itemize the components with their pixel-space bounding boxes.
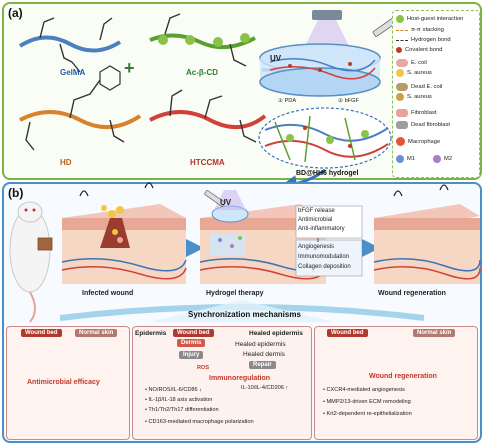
healed-epidermis-label: Healed epidermis bbox=[235, 341, 286, 348]
box-antimicrobial: Wound bed Normal skin Antimicrobial effi… bbox=[6, 326, 130, 440]
effect-immunomodulation: Immunomodulation bbox=[298, 254, 350, 260]
legend-item: Dead E. coil bbox=[396, 83, 442, 91]
legend-item: S. aureus bbox=[396, 69, 432, 77]
injury-tag: Injury bbox=[179, 351, 204, 359]
skin-block-regeneration bbox=[373, 184, 481, 284]
stage-therapy: Hydrogel therapy bbox=[206, 290, 264, 297]
synchronization-title: Synchronization mechanisms bbox=[188, 310, 301, 319]
effect-collagen: Collagen deposition bbox=[298, 264, 351, 270]
skin-block-infected bbox=[61, 182, 187, 284]
pda-step: ① PDA bbox=[278, 98, 297, 104]
immuno-bullet: • Th1/Th2/Th17 differentiation bbox=[145, 407, 219, 413]
legend-item: Dead fibroblast bbox=[396, 121, 450, 129]
legend-item: π-π stacking bbox=[396, 27, 444, 33]
gelma-chain bbox=[18, 35, 122, 53]
panel-b-label: (b) bbox=[8, 186, 24, 200]
legend: Host-guest interaction π-π stacking Hydr… bbox=[392, 10, 480, 178]
regeneration-title: Wound regeneration bbox=[369, 373, 437, 380]
uv-label-b: UV bbox=[220, 198, 232, 207]
ros-label: ROS bbox=[197, 365, 210, 371]
regen-bullet: • Krt2-dependent re-epithelialization bbox=[323, 411, 412, 417]
uv-lamp bbox=[312, 10, 342, 20]
plus-sign: + bbox=[124, 58, 135, 78]
acbcd-label: Ac-β-CD bbox=[186, 68, 218, 77]
antimicrobial-title: Antimicrobial efficacy bbox=[27, 379, 100, 386]
legend-item: Hydrogen bond bbox=[396, 37, 451, 43]
legend-item: E. coil bbox=[396, 59, 427, 67]
panel-a-illustration bbox=[18, 10, 398, 182]
il10-line: IL-10/IL-4/CD206 ↑ bbox=[241, 385, 289, 391]
immuno-bullet: • IL-1β/IL-18 axis activation bbox=[145, 397, 213, 403]
gelma-label: GelMA bbox=[60, 68, 86, 77]
epidermis-label: Epidermis bbox=[135, 330, 167, 337]
hd-chain bbox=[19, 110, 142, 130]
legend-item: S. aureus bbox=[396, 93, 432, 101]
legend-item: Covalent bond bbox=[396, 47, 442, 53]
htccma-label: HTCCMA bbox=[190, 158, 225, 167]
legend-item: M1 bbox=[396, 155, 415, 163]
uv-label-a: UV bbox=[270, 54, 282, 63]
release-line-2: Antimicrobial bbox=[298, 217, 333, 223]
bfgf-step: ② bFGF bbox=[338, 98, 359, 104]
wound-bed-tag: Wound bed bbox=[21, 329, 62, 337]
stage-infected: Infected wound bbox=[82, 290, 134, 297]
normal-skin-tag: Normal skin bbox=[75, 329, 118, 337]
htccma-chain bbox=[149, 110, 267, 129]
panel-a-label: (a) bbox=[8, 6, 23, 20]
legend-item: Macrophage bbox=[396, 137, 440, 146]
hd-label: HD bbox=[60, 158, 72, 167]
hydrogel-name: BD@HH6 hydrogel bbox=[296, 170, 359, 177]
release-line-1: bFGF release bbox=[298, 208, 335, 214]
hydrogel-network bbox=[258, 107, 392, 169]
repair-tag: Repair bbox=[249, 361, 276, 369]
normal-skin-tag: Normal skin bbox=[413, 329, 456, 337]
wound-bed-tag: Wound bed bbox=[173, 329, 214, 337]
legend-item: Fibroblast bbox=[396, 109, 436, 117]
immuno-bullet: • CD163-mediated macrophage polarization bbox=[145, 419, 254, 425]
box-regeneration: Wound bed Normal skin Wound regeneration… bbox=[314, 326, 478, 440]
regen-bullet: • MMP2/13-driven ECM remodeling bbox=[323, 399, 411, 405]
healed-epidermis-top: Healed epidermis bbox=[249, 330, 303, 337]
release-line-3: Anti-inflammatory bbox=[298, 226, 345, 232]
dermis-tag: Dermis bbox=[177, 339, 206, 347]
legend-item: M2 bbox=[433, 155, 452, 163]
healed-dermis-label: Healed dermis bbox=[243, 351, 285, 358]
stage-regeneration: Wound regeneration bbox=[378, 290, 446, 297]
immunoregulation-title: Immunoregulation bbox=[209, 375, 271, 382]
legend-item: Host-guest interaction bbox=[396, 15, 463, 23]
box-immunoregulation: Epidermis Healed epidermis Wound bed Der… bbox=[132, 326, 312, 440]
wound-bed-tag: Wound bed bbox=[327, 329, 368, 337]
immuno-bullet: • NO/ROS/IL-6/CD86 ↓ bbox=[145, 387, 202, 393]
regen-bullet: • CXCR4-mediated angiogenesis bbox=[323, 387, 405, 393]
effect-angiogenesis: Angiogenesis bbox=[298, 244, 335, 250]
